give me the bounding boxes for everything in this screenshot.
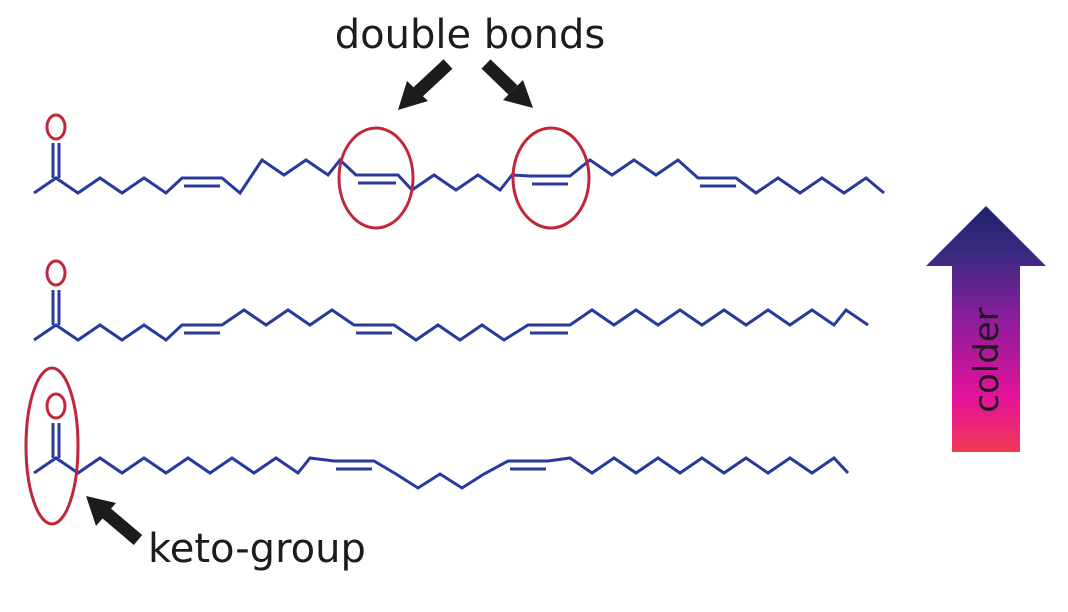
arrow-to-keto-group <box>86 496 143 545</box>
molecule-1-chain <box>33 157 885 196</box>
molecule-3-oxygen-atom <box>45 392 67 420</box>
molecule-1-oxygen-atom <box>45 113 67 141</box>
double-bond-highlight-left <box>337 126 415 230</box>
molecule-3-chain <box>33 456 850 490</box>
molecule-1 <box>33 113 885 196</box>
molecule-2-chain <box>33 307 869 342</box>
arrow-to-right-double-bond <box>481 59 533 108</box>
molecule-3 <box>33 392 850 490</box>
colder-arrow: colder <box>926 206 1046 452</box>
colder-label: colder <box>967 307 1007 412</box>
keto-group-highlight <box>24 366 80 526</box>
arrow-to-left-double-bond <box>398 59 453 110</box>
keto-group-label: keto-group <box>148 526 366 572</box>
colder-arrow-shape <box>926 206 1046 452</box>
molecule-2 <box>33 259 869 342</box>
double-bond-highlight-right <box>511 126 591 230</box>
molecule-2-oxygen-atom <box>45 259 67 287</box>
double-bonds-label: double bonds <box>335 12 606 58</box>
